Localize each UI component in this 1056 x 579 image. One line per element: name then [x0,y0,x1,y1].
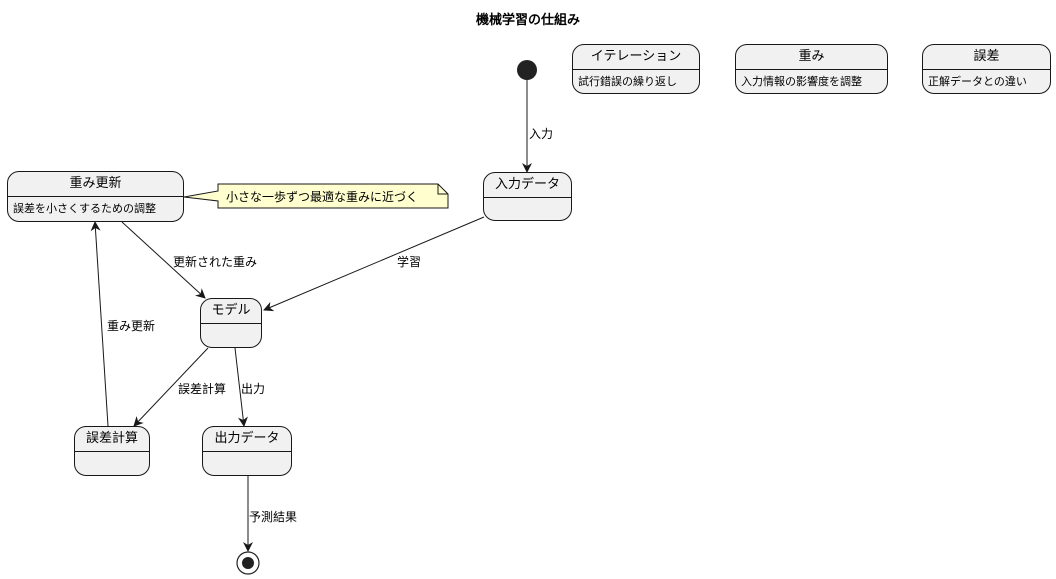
end-node [236,551,260,575]
state-error-name: 誤差 [923,45,1050,70]
edge-input-to-model [263,216,485,312]
state-model-name: モデル [201,299,261,324]
state-weight-update-name: 重み更新 [8,172,183,197]
state-input-data-name: 入力データ [484,173,571,198]
state-iteration-desc: 試行錯誤の繰り返し [578,75,677,88]
state-error-calc[interactable]: 誤差計算 [74,426,150,476]
state-model[interactable]: モデル [200,298,262,348]
state-weights-desc: 入力情報の影響度を調整 [741,75,862,88]
state-weight-update[interactable]: 重み更新 誤差を小さくするための調整 [7,171,184,222]
edge-update-to-model [121,221,206,299]
state-weight-update-desc: 誤差を小さくするための調整 [13,202,156,215]
note-shape [183,183,449,209]
edge-label-error-calc: 誤差計算 [178,382,227,396]
state-weights[interactable]: 重み 入力情報の影響度を調整 [735,44,888,94]
diagram-title: 機械学習の仕組み [475,13,580,28]
state-error-calc-name: 誤差計算 [75,427,149,452]
note: 小さな一歩ずつ最適な重みに近づく [218,184,448,208]
state-error[interactable]: 誤差 正解データとの違い [922,44,1051,94]
edge-label-prediction: 予測結果 [249,510,298,524]
edge-label-weight-update: 重み更新 [107,319,156,333]
edge-label-learning: 学習 [397,255,422,269]
state-input-data[interactable]: 入力データ [483,172,572,221]
state-output-data-name: 出力データ [203,427,291,452]
edge-model-to-error [133,347,209,427]
edge-error-to-update [90,221,109,427]
state-iteration[interactable]: イテレーション 試行錯誤の繰り返し [572,44,700,94]
note-text: 小さな一歩ずつ最適な重みに近づく [226,190,419,204]
edge-label-input: 入力 [529,127,554,141]
state-weights-name: 重み [736,45,887,70]
start-node [517,60,537,80]
state-iteration-name: イテレーション [573,45,699,70]
edge-model-to-output [234,347,248,427]
edge-label-updated-weights: 更新された重み [173,255,258,269]
state-output-data[interactable]: 出力データ [202,426,292,476]
edge-label-output: 出力 [241,382,266,396]
state-error-desc: 正解データとの違い [928,75,1027,88]
